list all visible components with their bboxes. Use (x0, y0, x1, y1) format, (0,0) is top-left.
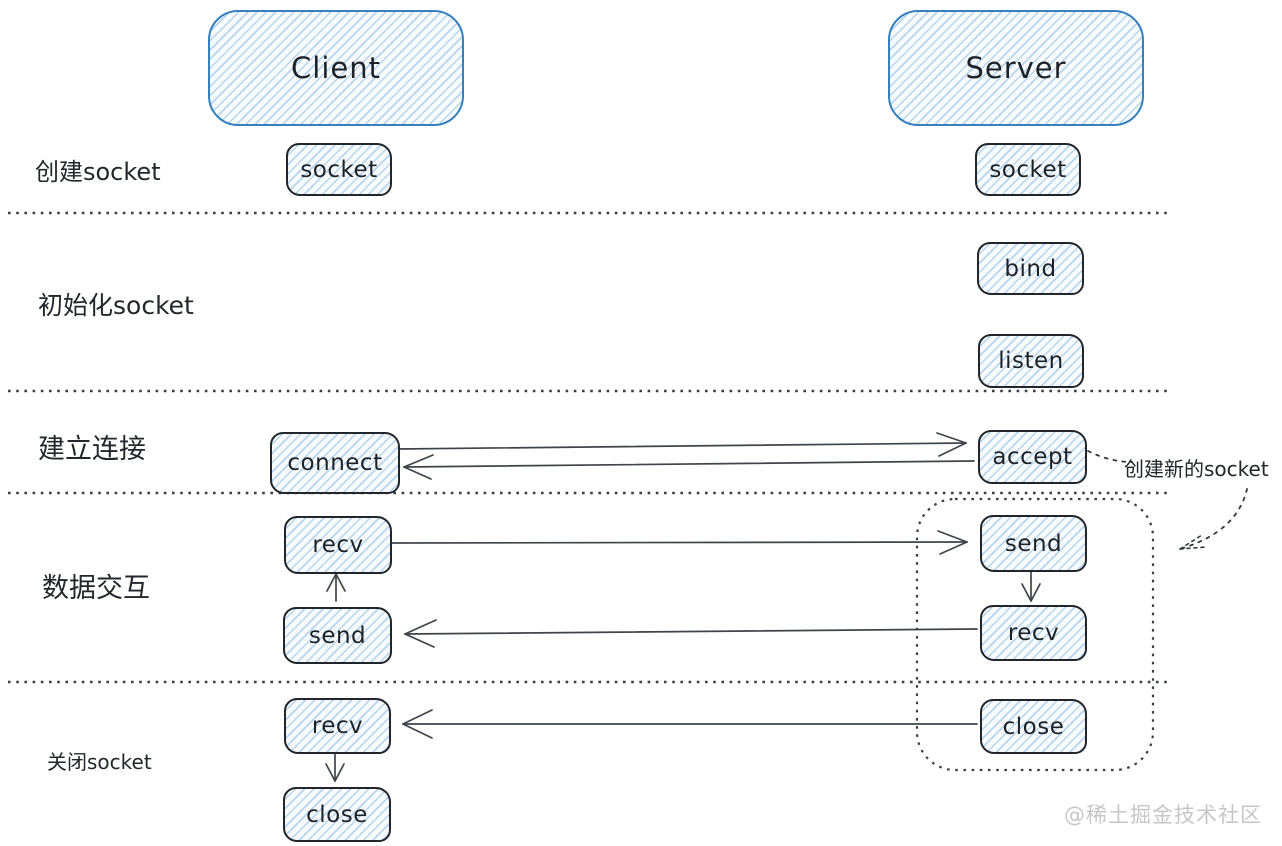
client-header-label: Client (291, 51, 381, 85)
node-client-recv-data: recv (284, 516, 392, 574)
node-server-close: close (980, 699, 1087, 754)
arrow-server-recv-to-client-send (404, 619, 978, 648)
node-client-close: close (283, 787, 391, 842)
client-header-box: Client (208, 10, 464, 126)
arrow-connect-to-accept (397, 432, 967, 457)
node-accept: accept (978, 430, 1087, 484)
node-client-socket: socket (286, 143, 392, 196)
row-label-init-socket: 初始化socket (38, 291, 194, 320)
node-client-recv-close: recv (284, 698, 391, 754)
row-label-establish-connection: 建立连接 (38, 434, 146, 465)
node-connect: connect (270, 432, 400, 494)
node-server-socket: socket (975, 143, 1081, 196)
row-label-create-socket: 创建socket (35, 158, 161, 186)
node-listen: listen (978, 334, 1084, 388)
row-label-close-socket: 关闭socket (47, 750, 152, 774)
node-client-send-data: send (283, 607, 392, 664)
watermark-juejin: @稀土掘金技术社区 (1064, 803, 1262, 827)
server-header-box: Server (888, 10, 1144, 126)
arrow-accept-to-connect (403, 454, 975, 480)
row-label-data-exchange: 数据交互 (42, 573, 150, 604)
dotted-arrow-annotation-to-container (1179, 488, 1248, 550)
node-bind: bind (977, 242, 1084, 295)
node-server-recv-data: recv (980, 605, 1087, 661)
node-server-send-data: send (980, 515, 1087, 572)
server-header-label: Server (965, 51, 1067, 85)
annotation-new-socket: 创建新的socket (1124, 457, 1269, 481)
arrow-server-send-down-to-recv (1021, 571, 1041, 602)
arrow-client-recv-to-server-send (389, 530, 968, 555)
arrow-server-close-to-client-recv (402, 709, 978, 739)
arrow-client-send-up-to-recv (326, 573, 346, 602)
arrow-client-recv-down-to-close (325, 753, 345, 782)
